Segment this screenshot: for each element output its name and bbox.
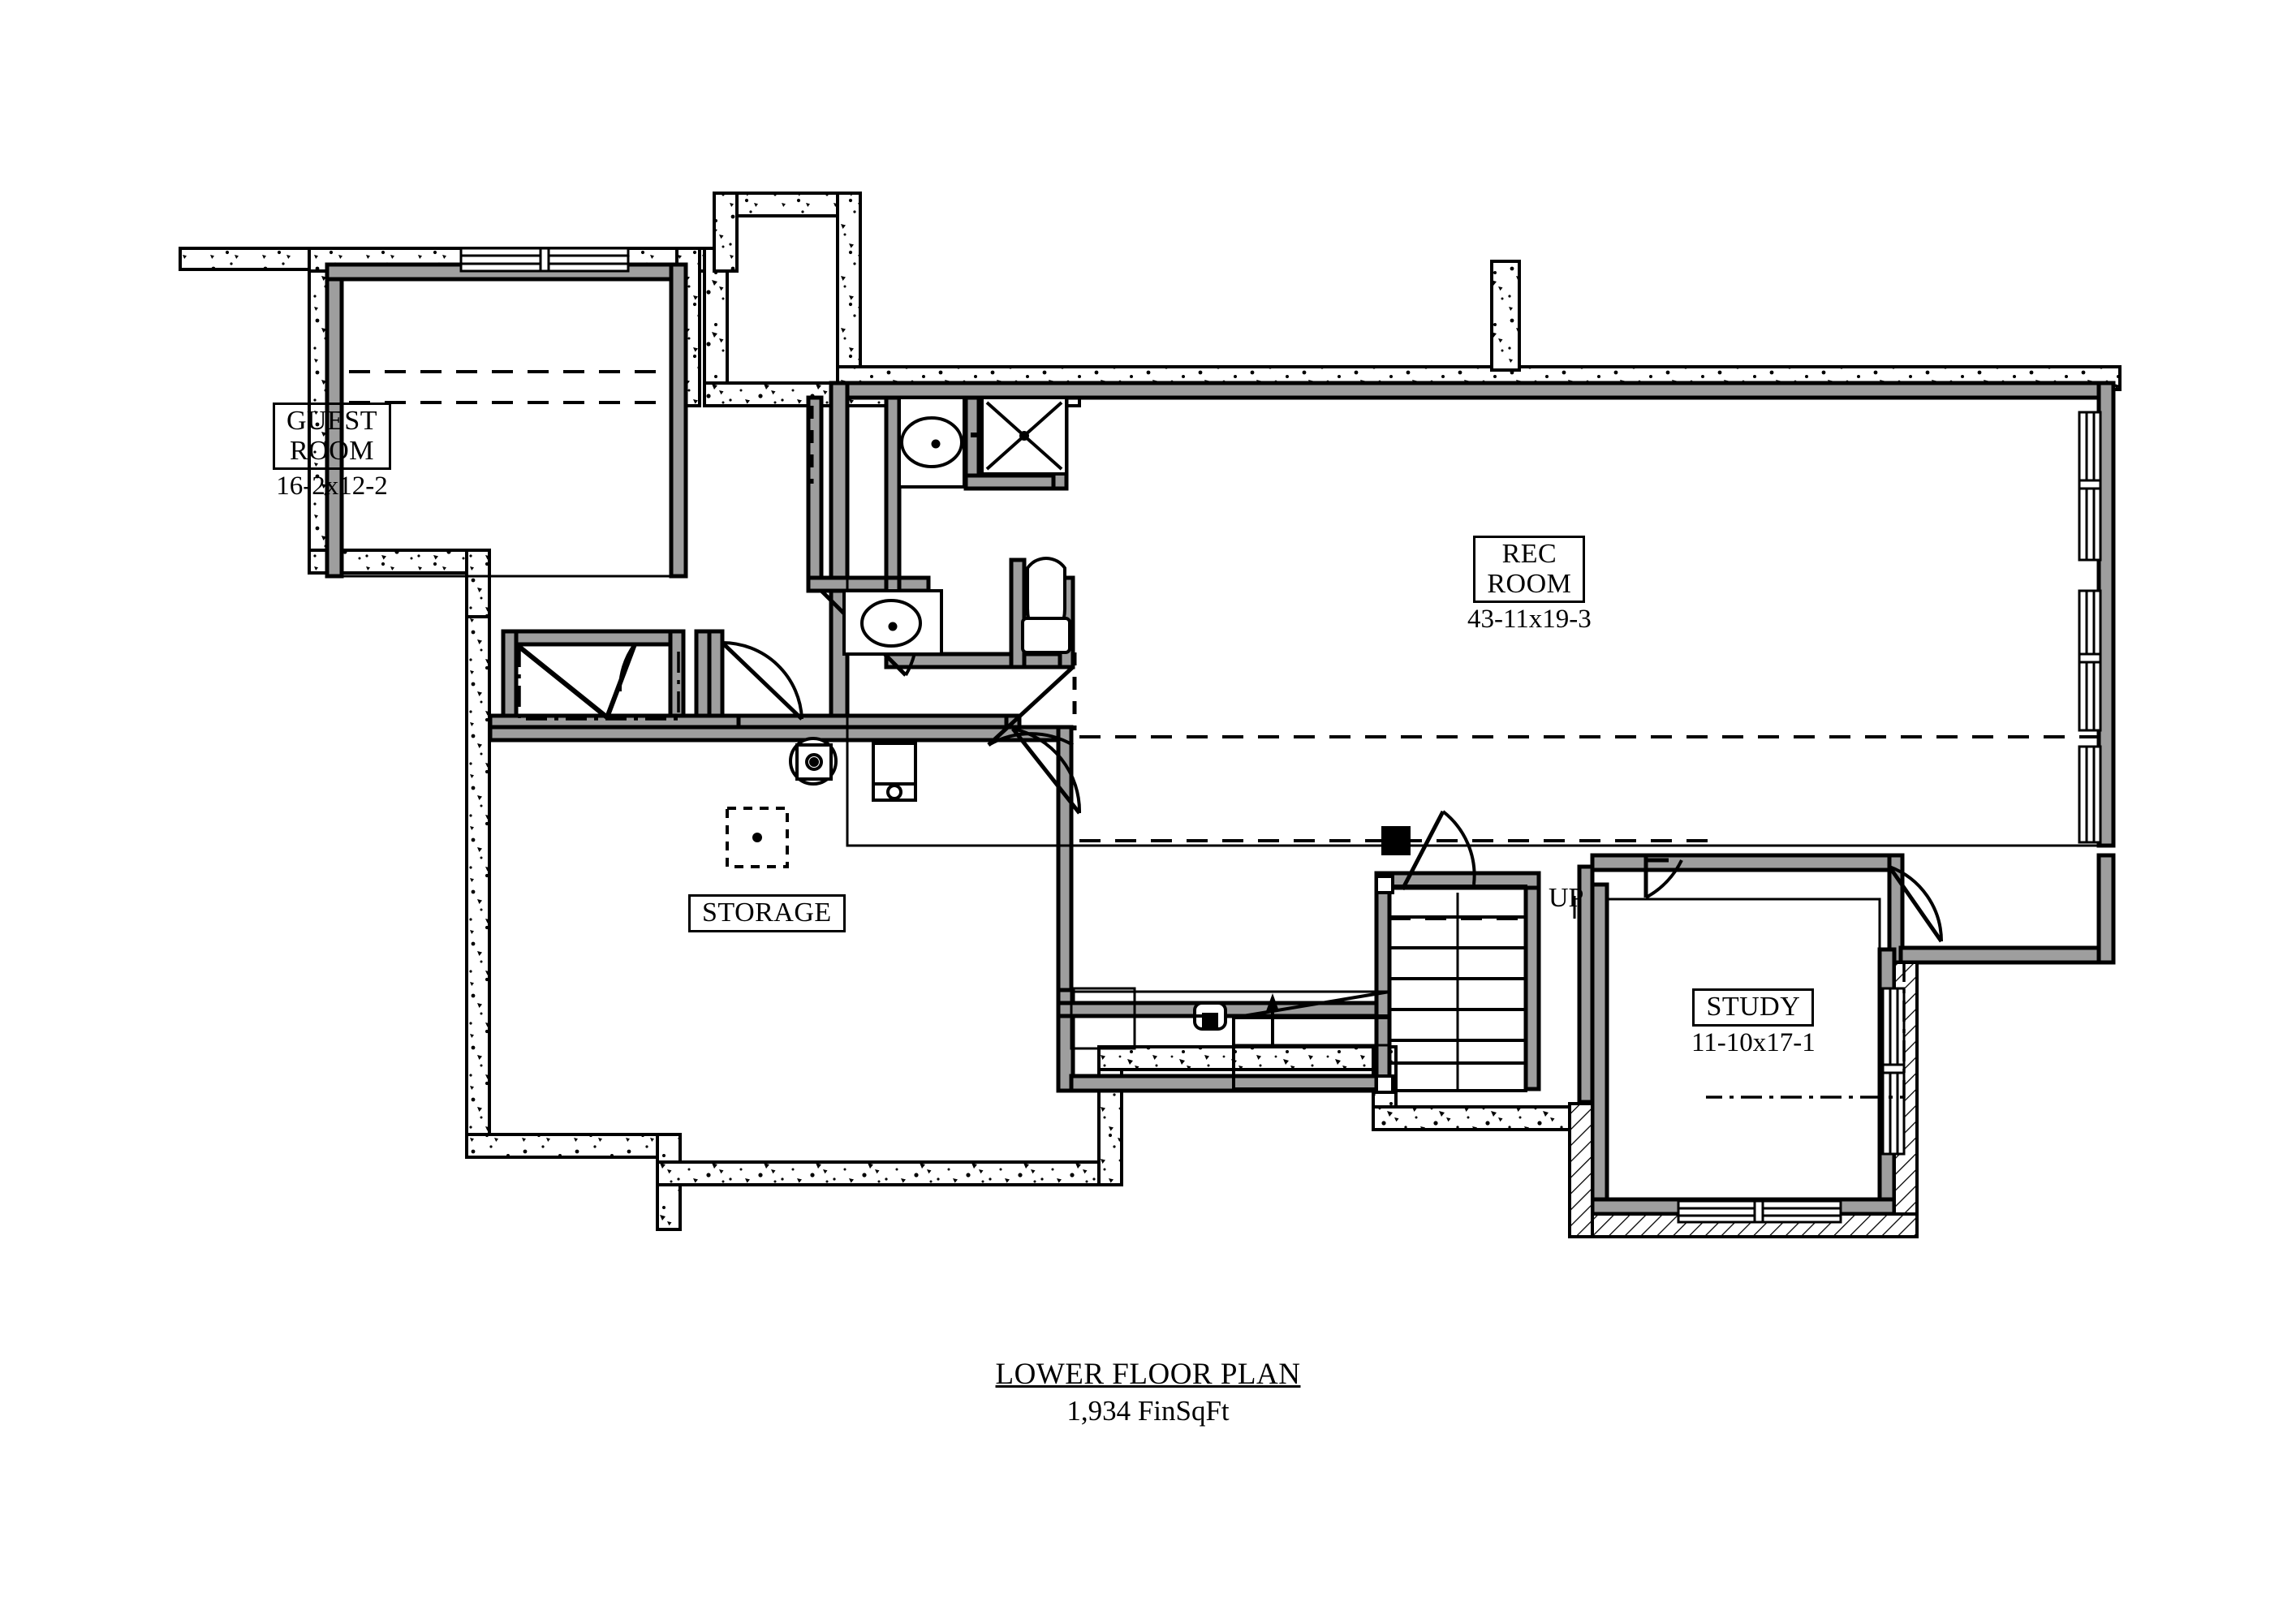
door-stair xyxy=(1400,810,1476,891)
rec-room-name-line1: REC xyxy=(1501,539,1557,569)
foundation-walls xyxy=(179,192,2122,1231)
stair-up-text: UP xyxy=(1549,883,1584,913)
floor-drain-center xyxy=(752,833,762,842)
guest-room-name-line1: GUEST xyxy=(286,406,378,436)
window-study-south xyxy=(1677,1199,1842,1224)
door-hall-left xyxy=(721,640,803,721)
water-heater-icon xyxy=(872,742,917,802)
door-study-closet xyxy=(1887,865,1944,943)
window-guest-room xyxy=(459,247,630,273)
room-label-rec-room: REC ROOM 43-11x19-3 xyxy=(1467,536,1592,635)
storage-name: STORAGE xyxy=(702,898,832,928)
window-rec-east-2 xyxy=(2078,589,2102,732)
plumbing-fixtures xyxy=(842,396,1071,656)
title-block: LOWER FLOOR PLAN 1,934 FinSqFt xyxy=(0,1357,2296,1427)
stair-direction-label: UP xyxy=(1549,883,1583,914)
toilet-icon xyxy=(1021,557,1071,654)
pocket-door-dashed xyxy=(809,406,1077,730)
door-closet-bifold-left xyxy=(515,642,637,720)
mechanical-equipment xyxy=(726,737,1227,1031)
floor-drain-icon xyxy=(726,807,789,868)
guest-room-dimensions: 16-2x12-2 xyxy=(276,471,388,502)
rec-room-dimensions: 43-11x19-3 xyxy=(1467,605,1592,635)
plan-area-note: 1,934 FinSqFt xyxy=(1066,1395,1230,1427)
window-study-east xyxy=(1881,987,1906,1156)
corridor-lines xyxy=(1070,987,1389,1050)
door-storage xyxy=(1011,727,1082,815)
room-label-study: STUDY 11-10x17-1 xyxy=(1691,988,1816,1057)
study-name: STUDY xyxy=(1706,992,1801,1022)
furnace-icon xyxy=(789,737,838,786)
sink-oval-icon-upper xyxy=(898,396,966,489)
windows xyxy=(459,247,2102,1224)
structural-beam-lines xyxy=(349,370,2099,1018)
doors xyxy=(515,589,1944,943)
door-study xyxy=(1643,855,1683,899)
study-dimensions: 11-10x17-1 xyxy=(1691,1027,1816,1057)
study-exterior-walls xyxy=(1568,961,1919,1238)
room-label-storage: STORAGE xyxy=(688,894,846,932)
rec-room-name-line2: ROOM xyxy=(1487,568,1572,599)
post-icon xyxy=(1381,826,1411,855)
sink-oval-icon-lower xyxy=(842,589,943,656)
window-rec-east-3 xyxy=(2078,745,2102,844)
window-rec-east-1 xyxy=(2078,411,2102,562)
guest-room-name-line2: ROOM xyxy=(290,435,375,466)
room-label-guest-room: GUEST ROOM 16-2x12-2 xyxy=(273,403,392,502)
interior-walls xyxy=(325,262,2116,1216)
shower-x-icon xyxy=(971,396,1068,476)
closet-shelves xyxy=(518,646,1906,1099)
plan-title: LOWER FLOOR PLAN xyxy=(995,1358,1301,1391)
